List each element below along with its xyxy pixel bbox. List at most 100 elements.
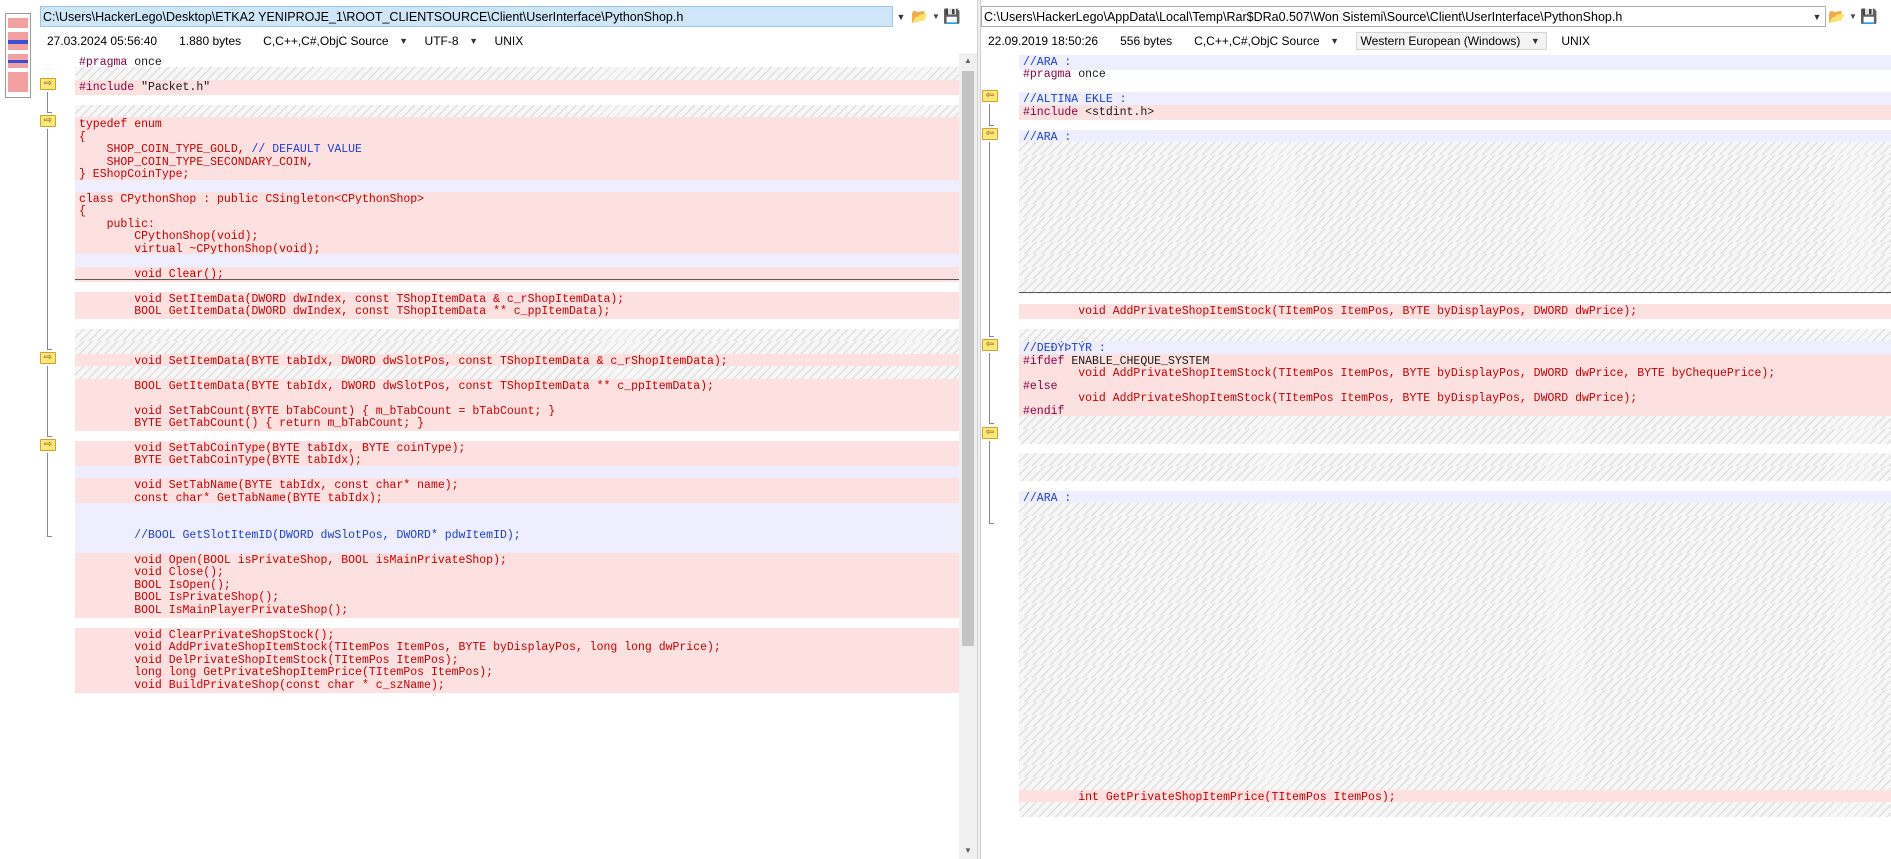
folder-open-icon[interactable]: 📂 bbox=[1828, 8, 1846, 24]
right-code-line[interactable]: #include <stdint.h> bbox=[1019, 104, 1891, 120]
right-code-line[interactable] bbox=[1019, 254, 1891, 270]
left-code-line[interactable] bbox=[75, 254, 959, 270]
arrow-right-icon[interactable]: ⇨ bbox=[40, 77, 56, 90]
left-code-line[interactable]: public: bbox=[75, 216, 959, 232]
right-code-line[interactable] bbox=[1019, 503, 1891, 519]
right-code-line[interactable] bbox=[1019, 777, 1891, 793]
left-code-line[interactable] bbox=[75, 515, 959, 531]
left-path-input[interactable]: C:\Users\HackerLego\Desktop\ETKA2 YENIPR… bbox=[40, 6, 893, 27]
left-code-line[interactable]: BOOL IsOpen(); bbox=[75, 577, 959, 593]
right-code-line[interactable] bbox=[1019, 640, 1891, 656]
left-code-line[interactable] bbox=[75, 391, 959, 407]
right-code-line[interactable] bbox=[1019, 577, 1891, 593]
left-code-line[interactable]: void SetTabCoinType(BYTE tabIdx, BYTE co… bbox=[75, 440, 959, 456]
right-code-line[interactable] bbox=[1019, 515, 1891, 531]
chevron-down-icon[interactable]: ▼ bbox=[932, 12, 940, 21]
right-code-line[interactable] bbox=[1019, 602, 1891, 618]
right-code-line[interactable] bbox=[1019, 465, 1891, 481]
left-code-line[interactable] bbox=[75, 328, 959, 344]
left-code-line[interactable] bbox=[75, 67, 959, 83]
right-code-line[interactable] bbox=[1019, 154, 1891, 170]
left-code-line[interactable] bbox=[75, 503, 959, 519]
right-code-line[interactable] bbox=[1019, 216, 1891, 232]
right-code-line[interactable] bbox=[1019, 677, 1891, 693]
left-code-line[interactable]: BYTE GetTabCount() { return m_bTabCount;… bbox=[75, 416, 959, 432]
scroll-up-icon[interactable]: ▲ bbox=[964, 56, 972, 65]
right-code-line[interactable] bbox=[1019, 752, 1891, 768]
left-code-line[interactable]: void ClearPrivateShopStock(); bbox=[75, 627, 959, 643]
pane-splitter[interactable] bbox=[977, 0, 981, 859]
left-diff-gutter[interactable]: ⇨ ⇨ ⇨ ⇨ bbox=[40, 53, 74, 859]
right-code-line[interactable]: //ARA : bbox=[1019, 490, 1891, 506]
right-code-line[interactable] bbox=[1019, 714, 1891, 730]
chevron-down-icon[interactable]: ▼ bbox=[1849, 12, 1857, 21]
left-code-line[interactable]: CPythonShop(void); bbox=[75, 229, 959, 245]
right-code-line[interactable] bbox=[1019, 453, 1891, 469]
arrow-right-icon[interactable]: ⇨ bbox=[40, 438, 56, 451]
left-code-line[interactable]: void DelPrivateShopItemStock(TItemPos It… bbox=[75, 652, 959, 668]
left-code-line[interactable] bbox=[75, 279, 959, 294]
left-code-line[interactable]: void Open(BOOL isPrivateShop, BOOL isMai… bbox=[75, 553, 959, 568]
right-code-line[interactable]: #endif bbox=[1019, 403, 1891, 419]
right-code-line[interactable] bbox=[1019, 191, 1891, 207]
right-code-line[interactable]: #else bbox=[1019, 378, 1891, 394]
left-code-line[interactable]: BOOL GetItemData(BYTE tabIdx, DWORD dwSl… bbox=[75, 378, 959, 394]
left-code-line[interactable]: void Close(); bbox=[75, 565, 959, 581]
left-code-line[interactable] bbox=[75, 540, 959, 556]
arrow-right-icon[interactable]: ⇦ bbox=[982, 339, 998, 352]
right-code-line[interactable] bbox=[1019, 416, 1891, 432]
left-code-line[interactable]: class CPythonShop : public CSingleton<CP… bbox=[75, 191, 959, 207]
arrow-right-icon[interactable]: ⇨ bbox=[40, 115, 56, 128]
right-code-line[interactable]: void AddPrivateShopItemStock(TItemPos It… bbox=[1019, 391, 1891, 407]
left-code-line[interactable]: #pragma once bbox=[79, 56, 162, 69]
right-code-line[interactable]: #pragma once bbox=[1023, 68, 1106, 82]
folder-open-icon[interactable]: 📂 bbox=[911, 8, 929, 24]
left-code-pane[interactable]: #pragma once#include "Packet.h"typedef e… bbox=[75, 53, 959, 859]
right-code-line[interactable] bbox=[1019, 142, 1891, 158]
arrow-right-icon[interactable]: ⇨ bbox=[40, 351, 56, 364]
right-path-input[interactable]: C:\Users\HackerLego\AppData\Local\Temp\R… bbox=[981, 6, 1826, 27]
right-code-line[interactable] bbox=[1019, 528, 1891, 544]
left-code-line[interactable]: virtual ~CPythonShop(void); bbox=[75, 241, 959, 257]
right-code-line[interactable]: #ifdef ENABLE_CHEQUE_SYSTEM bbox=[1019, 353, 1891, 369]
left-code-line[interactable]: //BOOL GetSlotItemID(DWORD dwSlotPos, DW… bbox=[75, 528, 959, 544]
left-code-line[interactable]: BYTE GetTabCoinType(BYTE tabIdx); bbox=[75, 453, 959, 469]
save-icon[interactable]: 💾 bbox=[1860, 8, 1878, 24]
right-code-line[interactable] bbox=[1019, 590, 1891, 606]
right-code-line[interactable] bbox=[1019, 167, 1891, 183]
left-code-line[interactable]: BOOL IsMainPlayerPrivateShop(); bbox=[75, 602, 959, 618]
right-code-line[interactable] bbox=[1019, 652, 1891, 668]
left-code-line[interactable]: SHOP_COIN_TYPE_SECONDARY_COIN, bbox=[75, 154, 959, 170]
chevron-down-icon[interactable]: ▼ bbox=[1812, 11, 1822, 22]
right-syntax-select[interactable]: C,C++,C#,ObjC Source ▼ bbox=[1194, 31, 1341, 50]
save-icon[interactable]: 💾 bbox=[943, 8, 961, 24]
arrow-right-icon[interactable]: ⇦ bbox=[982, 127, 998, 140]
right-code-line[interactable] bbox=[1019, 279, 1891, 295]
left-code-line[interactable]: void AddPrivateShopItemStock(TItemPos It… bbox=[75, 640, 959, 656]
left-code-line[interactable]: void Clear(); bbox=[75, 266, 959, 282]
right-code-line[interactable]: void AddPrivateShopItemStock(TItemPos It… bbox=[1019, 304, 1891, 319]
left-code-line[interactable]: const char* GetTabName(BYTE tabIdx); bbox=[75, 490, 959, 506]
right-encoding-select[interactable]: Western European (Windows) ▼ bbox=[1355, 31, 1548, 50]
left-code-line[interactable]: { bbox=[75, 204, 959, 220]
right-code-line[interactable] bbox=[1019, 727, 1891, 743]
left-code-line[interactable]: void SetItemData(DWORD dwIndex, const TS… bbox=[75, 291, 959, 307]
right-code-line[interactable] bbox=[1019, 802, 1891, 817]
scrollbar-thumb[interactable] bbox=[962, 71, 974, 646]
left-code-line[interactable] bbox=[75, 104, 959, 120]
right-code-line[interactable] bbox=[1019, 204, 1891, 220]
right-code-line[interactable] bbox=[1019, 179, 1891, 195]
left-code-line[interactable] bbox=[75, 341, 959, 357]
arrow-right-icon[interactable]: ⇦ bbox=[982, 90, 998, 103]
right-code-line[interactable]: //ARA : bbox=[1019, 55, 1891, 70]
left-code-line[interactable]: } EShopCoinType; bbox=[75, 167, 959, 183]
right-code-line[interactable] bbox=[1019, 328, 1891, 344]
right-code-line[interactable] bbox=[1019, 428, 1891, 444]
scroll-down-icon[interactable]: ▼ bbox=[964, 846, 972, 855]
right-code-line[interactable] bbox=[1019, 553, 1891, 568]
arrow-right-icon[interactable]: ⇦ bbox=[982, 426, 998, 439]
left-code-line[interactable]: typedef enum bbox=[75, 117, 959, 133]
left-code-line[interactable]: void SetTabName(BYTE tabIdx, const char*… bbox=[75, 478, 959, 494]
right-code-line[interactable]: //ARA : bbox=[1019, 129, 1891, 145]
left-syntax-select[interactable]: C,C++,C#,ObjC Source ▼ bbox=[263, 31, 410, 50]
